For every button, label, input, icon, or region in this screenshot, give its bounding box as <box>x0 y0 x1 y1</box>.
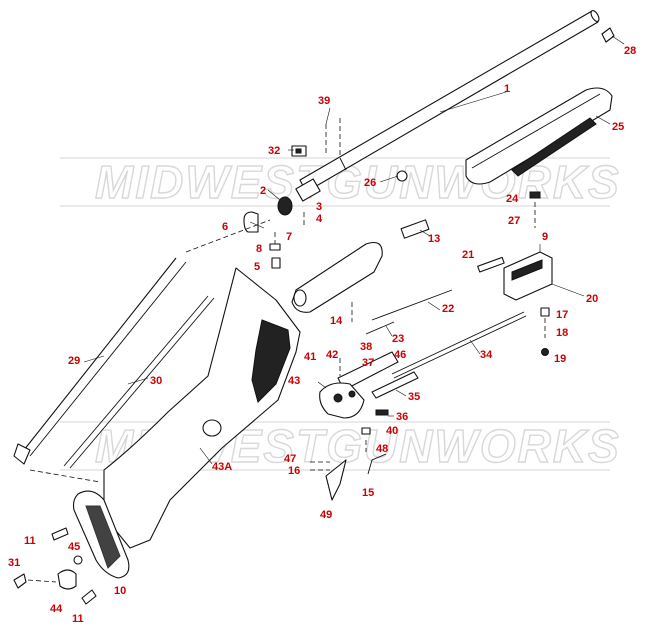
part-butt-plate <box>72 490 130 579</box>
label-9: 9 <box>542 231 548 243</box>
part-24-27 <box>529 191 541 228</box>
part-sling-swivel <box>396 170 408 182</box>
label-46: 46 <box>394 349 406 361</box>
label-44: 44 <box>50 603 63 615</box>
label-37: 37 <box>362 357 374 369</box>
part-13 <box>400 219 430 239</box>
label-43: 43 <box>288 375 300 387</box>
label-4: 4 <box>316 213 323 225</box>
part-receiver <box>291 241 383 313</box>
label-14: 14 <box>330 315 343 327</box>
part-block <box>503 251 553 301</box>
label-45: 45 <box>68 541 80 553</box>
label-21: 21 <box>462 249 474 261</box>
part-screws-11 <box>51 527 97 605</box>
label-11-top: 11 <box>24 535 36 547</box>
part-trigger <box>325 459 347 501</box>
label-40: 40 <box>386 425 398 437</box>
label-8: 8 <box>256 243 262 255</box>
part-34 <box>391 311 527 379</box>
label-47: 47 <box>284 453 296 465</box>
label-1: 1 <box>504 83 510 95</box>
leader-lines <box>83 35 625 465</box>
part-17-18-19 <box>540 307 550 356</box>
part-hook <box>243 211 259 233</box>
label-18: 18 <box>556 327 568 339</box>
part-21 <box>477 256 505 273</box>
label-20: 20 <box>586 293 598 305</box>
part-40-48 <box>361 427 371 452</box>
label-27: 27 <box>508 215 520 227</box>
part-31 <box>13 573 57 589</box>
part-spring <box>367 453 387 475</box>
watermark-text-top: MIDWESTGUNWORKS <box>95 156 621 208</box>
part-small-7-8-5 <box>269 232 281 269</box>
label-5: 5 <box>254 261 260 273</box>
part-front-sight <box>601 27 615 43</box>
part-breech-plug <box>277 178 321 216</box>
label-30: 30 <box>150 375 162 387</box>
label-19: 19 <box>554 353 566 365</box>
part-23 <box>365 321 395 335</box>
label-28: 28 <box>624 45 636 57</box>
part-45-44 <box>57 555 83 590</box>
label-49: 49 <box>320 509 332 521</box>
label-29: 29 <box>68 355 80 367</box>
label-2: 2 <box>260 185 266 197</box>
label-26: 26 <box>364 177 376 189</box>
label-24: 24 <box>506 193 519 205</box>
label-13: 13 <box>428 233 440 245</box>
label-34: 34 <box>480 349 493 361</box>
label-42: 42 <box>326 349 338 361</box>
label-36: 36 <box>396 411 408 423</box>
part-stock <box>103 267 301 549</box>
part-labels: 1 28 25 39 32 26 2 3 4 6 7 8 5 24 27 13 … <box>8 45 636 625</box>
label-41: 41 <box>304 351 316 363</box>
label-43A: 43A <box>212 461 232 473</box>
part-30-rod <box>63 295 215 469</box>
label-32: 32 <box>268 145 280 157</box>
label-7: 7 <box>286 231 292 243</box>
label-31: 31 <box>8 557 20 569</box>
label-23: 23 <box>392 333 404 345</box>
guide-lines <box>29 219 271 483</box>
label-39: 39 <box>318 95 330 107</box>
part-22 <box>371 289 453 321</box>
label-17: 17 <box>556 309 568 321</box>
label-6: 6 <box>222 221 228 233</box>
label-10: 10 <box>114 585 126 597</box>
label-38: 38 <box>360 341 372 353</box>
part-47-16 <box>310 461 330 471</box>
label-15: 15 <box>362 487 374 499</box>
part-forend <box>465 87 613 185</box>
label-3: 3 <box>316 201 322 213</box>
label-35: 35 <box>408 391 420 403</box>
part-39-screws <box>325 118 341 158</box>
label-16: 16 <box>288 465 300 477</box>
label-25: 25 <box>612 121 624 133</box>
part-trigger-assembly <box>319 351 419 419</box>
part-ramrod <box>13 257 187 465</box>
label-11-bottom: 11 <box>72 613 84 625</box>
label-48: 48 <box>376 443 388 455</box>
part-rear-sight <box>291 145 307 157</box>
label-22: 22 <box>442 303 454 315</box>
